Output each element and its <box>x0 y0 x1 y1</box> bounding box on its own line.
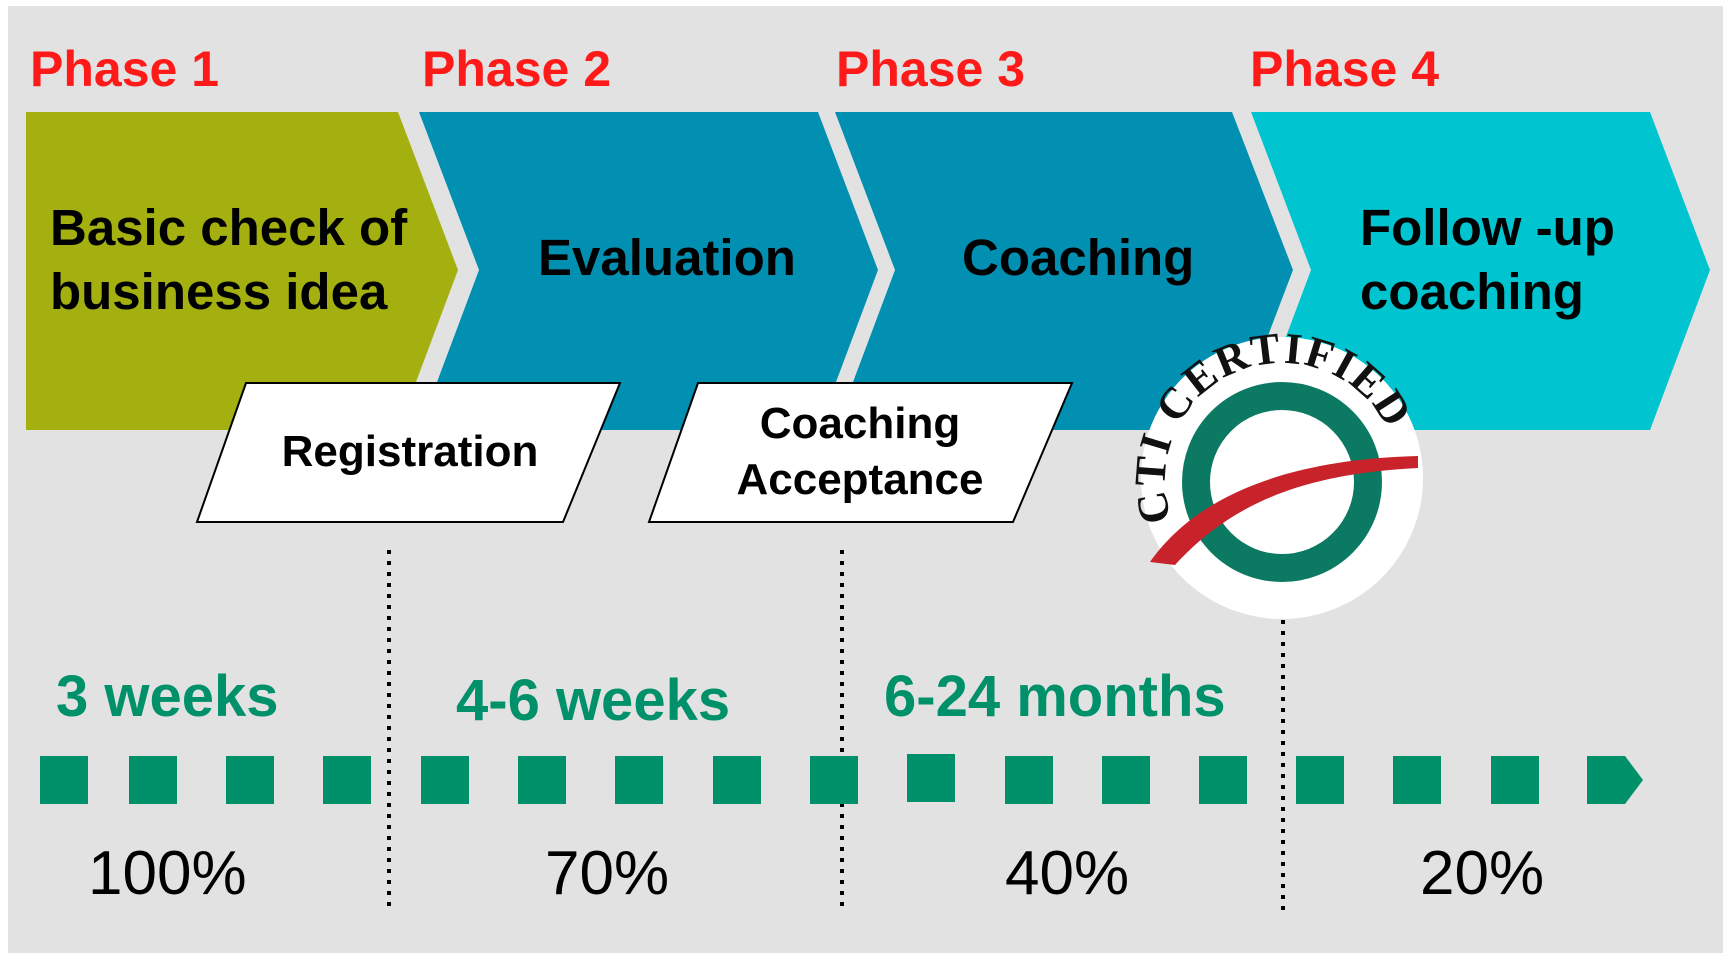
percent-phase-2: 70% <box>545 839 670 908</box>
timeline <box>40 754 1643 804</box>
percent-phase-3: 40% <box>1005 839 1130 908</box>
timeline-square <box>1005 756 1053 804</box>
phase-2-chevron <box>419 112 878 430</box>
phase-4-title-line-2: coaching <box>1360 263 1584 320</box>
cti-certified-seal-icon: CTI CERTIFIED <box>1125 323 1423 619</box>
timeline-square <box>810 756 858 804</box>
timeline-square <box>713 756 761 804</box>
duration-phase-1: 3 weeks <box>56 664 279 729</box>
timeline-square <box>1102 756 1150 804</box>
timeline-square <box>907 754 955 802</box>
phase-2-title: Evaluation <box>538 226 796 290</box>
phase-4-title-line-1: Follow -up <box>1360 199 1615 256</box>
timeline-arrowhead <box>1587 756 1643 804</box>
phase-2-title-line-1: Evaluation <box>538 229 796 286</box>
duration-phase-3: 6-24 months <box>884 664 1226 729</box>
duration-phase-2: 4-6 weeks <box>456 668 731 733</box>
phase-4-label: Phase 4 <box>1250 41 1440 97</box>
timeline-square <box>518 756 566 804</box>
coaching-acceptance-gate-label: Coaching Acceptance <box>670 396 1050 508</box>
timeline-square <box>1199 756 1247 804</box>
timeline-square <box>226 756 274 804</box>
timeline-square <box>129 756 177 804</box>
phase-3-title-line-1: Coaching <box>962 229 1195 286</box>
registration-gate-label: Registration <box>220 424 600 480</box>
timeline-square <box>1393 756 1441 804</box>
phase-1-chevron <box>26 112 458 430</box>
timeline-square <box>40 756 88 804</box>
phase-1-title-line-2: business idea <box>50 263 388 320</box>
phase-3-chevron <box>835 112 1293 430</box>
phase-2-label: Phase 2 <box>422 41 612 97</box>
percent-phase-4: 20% <box>1420 839 1545 908</box>
percent-phase-1: 100% <box>88 839 247 908</box>
timeline-square <box>1491 756 1539 804</box>
coaching-acceptance-gate-shape <box>647 382 1074 523</box>
timeline-square <box>615 756 663 804</box>
coaching-acceptance-gate-line-1: Coaching <box>759 399 961 448</box>
timeline-square <box>323 756 371 804</box>
timeline-square <box>421 756 469 804</box>
registration-gate-shape <box>195 382 622 523</box>
phase-3-label: Phase 3 <box>836 41 1026 97</box>
phase-1-label: Phase 1 <box>30 41 220 97</box>
phase-1-title: Basic check of business idea <box>50 196 407 324</box>
phase-3-title: Coaching <box>962 226 1194 290</box>
phase-4-chevron <box>1251 112 1710 430</box>
phase-4-title: Follow -up coaching <box>1360 196 1615 324</box>
registration-gate-line-1: Registration <box>281 427 539 476</box>
timeline-square <box>1296 756 1344 804</box>
phase-1-title-line-1: Basic check of <box>50 199 408 256</box>
coaching-acceptance-gate-line-2: Acceptance <box>736 455 984 504</box>
